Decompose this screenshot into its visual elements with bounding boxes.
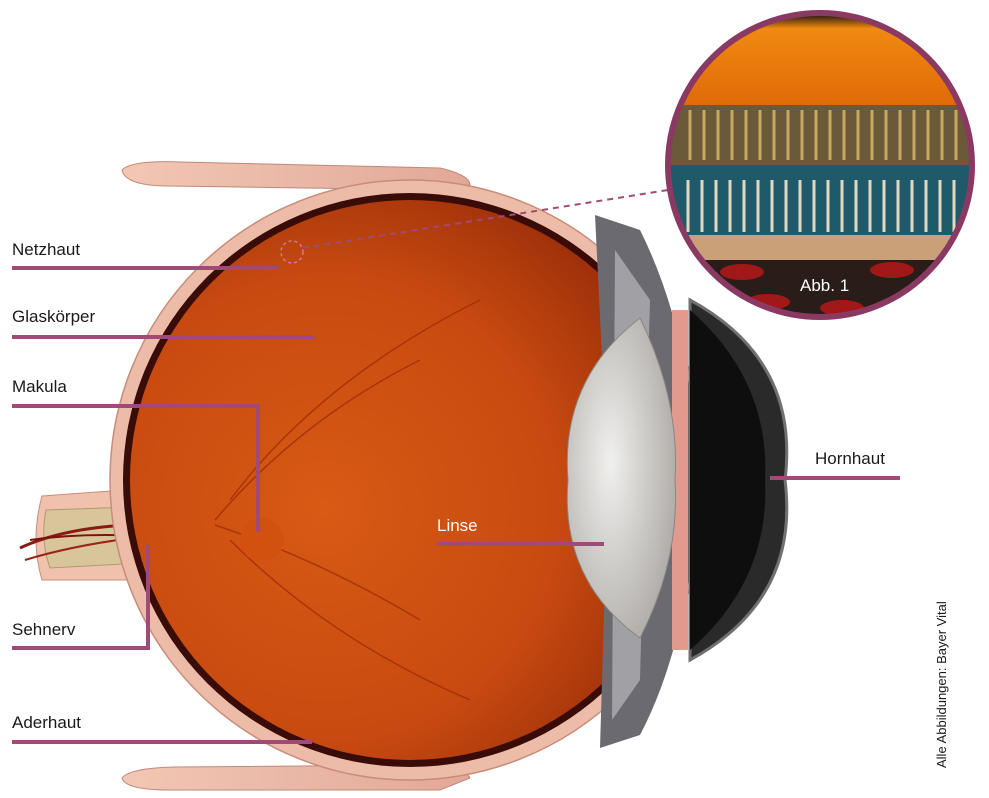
label-linse: Linse xyxy=(437,516,478,536)
label-glaskoerper: Glaskörper xyxy=(12,307,95,327)
image-credit: Alle Abbildungen: Bayer Vital xyxy=(934,601,949,768)
label-makula: Makula xyxy=(12,377,67,397)
label-netzhaut: Netzhaut xyxy=(12,240,80,260)
label-sehnerv: Sehnerv xyxy=(12,620,75,640)
label-hornhaut: Hornhaut xyxy=(815,449,885,469)
label-aderhaut: Aderhaut xyxy=(12,713,81,733)
inset-caption: Abb. 1 xyxy=(800,276,849,296)
